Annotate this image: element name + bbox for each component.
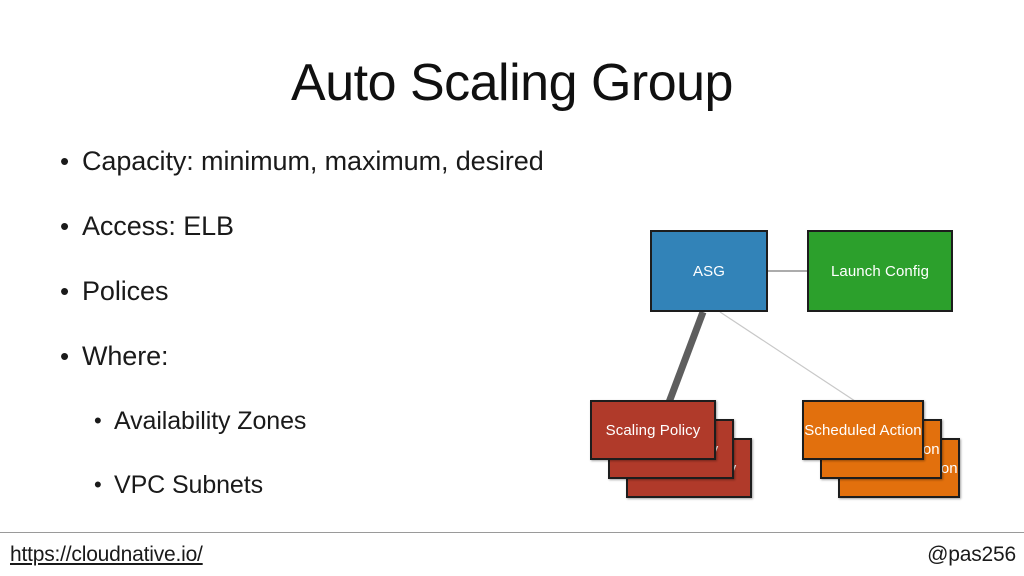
connector-asg-scaling-policy: [664, 310, 707, 407]
bullet-list: • Capacity: minimum, maximum, desired • …: [60, 146, 620, 534]
list-item: • Polices: [60, 276, 620, 341]
list-item-label: Where:: [82, 341, 169, 371]
diagram-connectors: [664, 270, 859, 407]
diagram-stack-scheduled-action: Scheduled Action Scheduled Action Schedu…: [802, 400, 987, 505]
bullet-icon: •: [94, 472, 102, 497]
diagram-node-scheduled-action-front[interactable]: Scheduled Action: [802, 400, 924, 460]
list-item-label: Access: ELB: [82, 211, 234, 241]
list-item: • Where:: [60, 341, 620, 406]
list-item-label: VPC Subnets: [114, 471, 263, 499]
list-item-label: Polices: [82, 276, 169, 306]
list-item-label: Availability Zones: [114, 407, 307, 435]
architecture-diagram: ASG Launch Config Scaling Policy Scaling…: [590, 215, 990, 505]
slide-footer: https://cloudnative.io/ @pas256: [0, 532, 1024, 576]
bullet-icon: •: [60, 276, 70, 306]
footer-website-link[interactable]: https://cloudnative.io/: [10, 543, 203, 566]
bullet-icon: •: [60, 211, 70, 241]
diagram-stack-scaling-policy: Scaling Policy Scaling Policy Scaling Po…: [590, 400, 780, 505]
bullet-icon: •: [60, 341, 70, 371]
list-item: • Capacity: minimum, maximum, desired: [60, 146, 620, 211]
bullet-icon: •: [94, 408, 102, 433]
list-item: • Availability Zones: [60, 406, 620, 470]
connector-asg-scheduled-action: [719, 311, 859, 404]
diagram-node-asg[interactable]: ASG: [650, 230, 768, 312]
list-item: • VPC Subnets: [60, 470, 620, 534]
bullet-icon: •: [60, 146, 70, 176]
list-item-label: Capacity: minimum, maximum, desired: [82, 146, 544, 176]
diagram-node-scaling-policy-front[interactable]: Scaling Policy: [590, 400, 716, 460]
diagram-node-launch-config[interactable]: Launch Config: [807, 230, 953, 312]
footer-social-handle: @pas256: [927, 543, 1016, 566]
page-title: Auto Scaling Group: [291, 54, 733, 112]
list-item: • Access: ELB: [60, 211, 620, 276]
